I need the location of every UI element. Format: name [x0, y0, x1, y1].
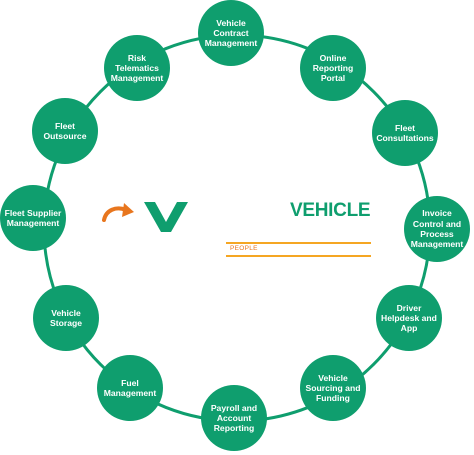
logo-tagline: PEOPLE: [230, 245, 258, 252]
node-label: Vehicle Storage: [50, 307, 82, 328]
node-label: Payroll and Account Reporting: [210, 402, 258, 434]
node-label: Vehicle Sourcing and Funding: [305, 372, 361, 404]
node-label: Fleet Supplier Management: [4, 207, 62, 228]
node-vehicle-sourcing[interactable]: Vehicle Sourcing and Funding: [300, 355, 366, 421]
node-driver-helpdesk[interactable]: Driver Helpdesk and App: [376, 285, 442, 351]
node-label: Driver Helpdesk and App: [381, 302, 437, 334]
node-label: Fleet Outsource: [43, 120, 87, 141]
node-fleet-outsource[interactable]: Fleet Outsource: [32, 98, 98, 164]
node-label: Fleet Consultations: [376, 122, 434, 143]
node-fleet-supplier-management[interactable]: Fleet Supplier Management: [0, 185, 66, 251]
node-label: Invoice Control and Process Management: [410, 208, 464, 250]
logo-rule-bottom: [226, 255, 371, 257]
v-letter-icon: [144, 202, 188, 232]
logo-rule-top: [226, 242, 371, 244]
node-label: Risk Telematics Management: [110, 52, 164, 84]
node-label: Online Reporting Portal: [312, 52, 354, 84]
node-vehicle-contract-management[interactable]: Vehicle Contract Management: [198, 0, 264, 66]
node-vehicle-storage[interactable]: Vehicle Storage: [33, 285, 99, 351]
node-payroll-reporting[interactable]: Payroll and Account Reporting: [201, 385, 267, 451]
node-fuel-management[interactable]: Fuel Management: [97, 355, 163, 421]
company-logo: VEHICLE PEOPLE: [100, 196, 380, 262]
node-online-reporting-portal[interactable]: Online Reporting Portal: [300, 35, 366, 101]
node-fleet-consultations[interactable]: Fleet Consultations: [372, 100, 438, 166]
curved-arrow-icon: [102, 203, 134, 222]
node-risk-telematics[interactable]: Risk Telematics Management: [104, 35, 170, 101]
node-invoice-control[interactable]: Invoice Control and Process Management: [404, 196, 470, 262]
logo-wordmark: VEHICLE: [290, 200, 371, 221]
node-label: Fuel Management: [103, 377, 157, 398]
node-label: Vehicle Contract Management: [204, 17, 258, 49]
